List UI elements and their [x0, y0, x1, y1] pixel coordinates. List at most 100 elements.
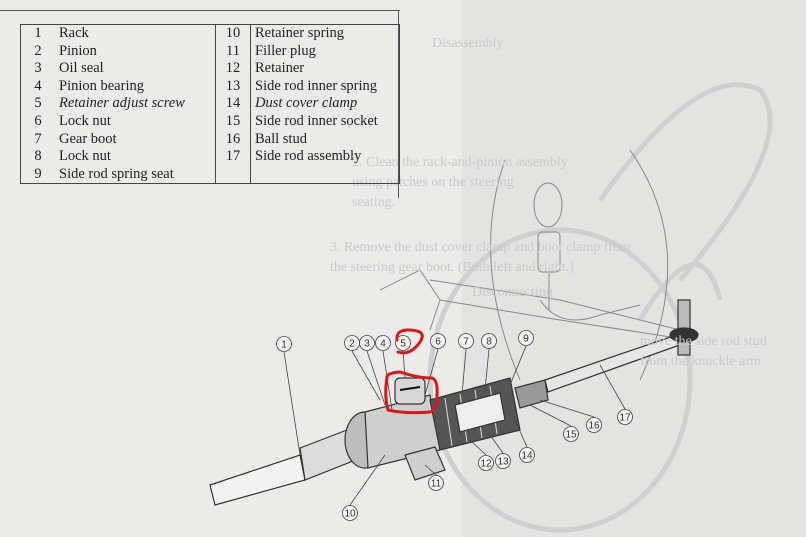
- empty-cell: [216, 166, 251, 184]
- part-number: 11: [226, 42, 240, 59]
- part-name: Retainer spring: [250, 24, 400, 43]
- leader-line: [349, 454, 386, 506]
- ghost-text: move the side rod stud: [640, 334, 767, 349]
- callout-15: 15: [529, 404, 579, 442]
- part-name: Filler plug: [250, 42, 400, 61]
- ghost-heading: Disassembly: [432, 36, 504, 51]
- part-number: 1: [34, 25, 42, 41]
- leader-line: [424, 348, 439, 396]
- part-name: Pinion: [55, 42, 216, 61]
- part-name: Side rod spring seat: [55, 165, 216, 184]
- part-name: Side rod assembly: [250, 148, 400, 166]
- callout-number: 1: [281, 340, 287, 351]
- part-name: Lock nut: [55, 112, 216, 131]
- leader-line: [514, 419, 528, 448]
- leader-line: [489, 434, 504, 454]
- part-number: 13: [225, 77, 241, 94]
- part-name: Lock nut: [55, 148, 216, 166]
- callout-number: 12: [480, 459, 492, 470]
- callout-17: 17: [599, 364, 633, 425]
- red-circle-around-callout-5: [395, 328, 424, 355]
- callout-number: 15: [565, 430, 577, 441]
- ghost-text: the steering gear boot. (Both left and r…: [330, 260, 574, 275]
- rack-assembly: [209, 299, 699, 506]
- callout-number: 11: [431, 479, 442, 490]
- callout-circle: [276, 336, 292, 352]
- leader-line: [484, 348, 490, 391]
- leader-line: [469, 439, 487, 456]
- leader-line: [424, 464, 437, 476]
- part-number: 12: [225, 60, 241, 77]
- callout-circle: [458, 333, 474, 349]
- callout-circle: [395, 335, 411, 351]
- part-name: Side rod inner spring: [250, 77, 400, 96]
- part-number: 3: [34, 60, 42, 77]
- callout-number: 10: [344, 509, 356, 520]
- red-box-around-adjust-screw: [384, 370, 439, 415]
- callout-3: 3: [359, 335, 386, 406]
- callout-circle: [342, 505, 358, 521]
- leader-line: [351, 350, 381, 401]
- callout-6: 6: [424, 333, 446, 396]
- callout-circle: [519, 447, 535, 463]
- callout-circle: [481, 333, 497, 349]
- part-number: 6: [34, 112, 42, 129]
- callout-9: 9: [509, 330, 534, 386]
- ghost-text: seating.: [352, 195, 396, 210]
- watermark-logo: [427, 82, 773, 533]
- callout-number: 13: [497, 457, 509, 468]
- callout-number: 2: [349, 339, 355, 350]
- callout-number: 3: [364, 339, 370, 350]
- legend-row: 7 Gear boot 16 Ball stud: [21, 130, 400, 149]
- callout-10: 10: [342, 454, 386, 521]
- part-number: 10: [225, 25, 241, 41]
- callout-16: 16: [539, 399, 602, 433]
- part-name: Dust cover clamp: [250, 95, 400, 113]
- callout-number: 6: [435, 337, 441, 348]
- red-annotation: [384, 328, 439, 415]
- leader-line: [461, 348, 467, 396]
- part-number: 7: [34, 130, 42, 147]
- callout-circle: [430, 333, 446, 349]
- callout-number: 17: [619, 413, 631, 424]
- legend-row: 5 Retainer adjust screw 14 Dust cover clamp: [21, 95, 400, 113]
- frame-top-rule: [0, 10, 400, 11]
- callout-number: 8: [486, 337, 492, 348]
- part-number: 16: [225, 130, 241, 147]
- ghost-text: 2. Clean the rack-and-pinion assembly: [352, 155, 568, 170]
- leader-line: [529, 404, 572, 427]
- callout-11: 11: [424, 464, 444, 491]
- leader-line: [539, 399, 595, 418]
- ghost-text: Disconnecting: [472, 285, 553, 300]
- part-name: Rack: [55, 24, 216, 43]
- callout-7: 7: [458, 333, 474, 396]
- legend-row: 1 Rack 10 Retainer spring: [21, 24, 400, 43]
- callout-14: 14: [514, 419, 535, 463]
- callout-number: 4: [380, 339, 386, 350]
- part-name: Retainer: [250, 60, 400, 78]
- part-name: Retainer adjust screw: [55, 95, 216, 113]
- callout-1: 1: [276, 336, 301, 456]
- callout-number: 14: [521, 451, 533, 462]
- part-number: 14: [225, 95, 241, 112]
- part-name: Gear boot: [55, 130, 216, 149]
- callout-number: 9: [523, 334, 529, 345]
- leader-line: [599, 364, 626, 410]
- callout-2: 2: [344, 335, 381, 401]
- leader-line: [509, 345, 527, 386]
- callout-circle: [428, 475, 444, 491]
- part-name: Ball stud: [250, 130, 400, 149]
- callout-number: 7: [463, 337, 469, 348]
- callout-circle: [617, 409, 633, 425]
- callout-13: 13: [489, 434, 511, 469]
- callout-circle: [359, 335, 375, 351]
- callout-12: 12: [469, 439, 494, 471]
- part-name: Pinion bearing: [55, 77, 216, 96]
- part-number: 5: [34, 95, 42, 112]
